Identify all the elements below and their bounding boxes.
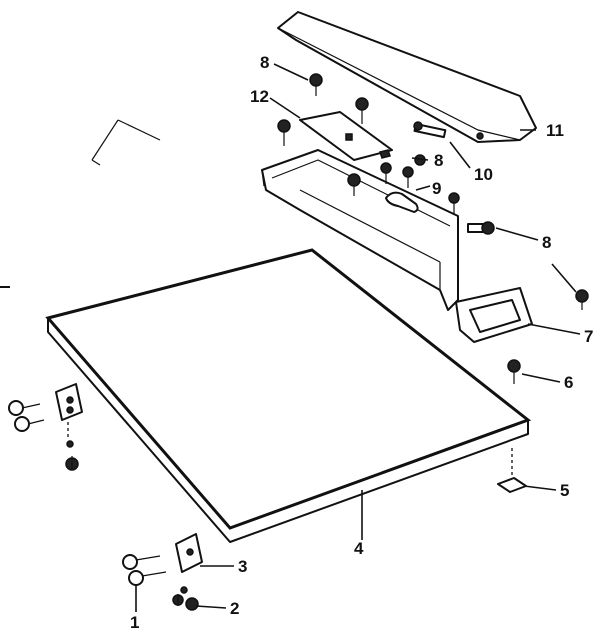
label-12: 12 [250, 87, 269, 106]
clip [385, 191, 419, 213]
label-10: 10 [474, 165, 493, 184]
label-8-mid: 8 [434, 151, 443, 170]
label-6: 6 [564, 373, 573, 392]
bracket-left [8, 383, 83, 471]
screw-right [467, 221, 589, 310]
label-8-top: 8 [260, 53, 269, 72]
label-7: 7 [584, 327, 593, 346]
label-4: 4 [354, 539, 364, 558]
bracket-bottom [122, 533, 203, 611]
label-11: 11 [546, 121, 564, 140]
label-5: 5 [560, 481, 569, 500]
label-2: 2 [230, 599, 239, 618]
bolt [413, 121, 447, 139]
foot-pad [497, 448, 527, 493]
plate [299, 111, 393, 161]
top-rail-cover [277, 11, 537, 143]
label-1: 1 [130, 613, 139, 632]
label-3: 3 [238, 557, 247, 576]
corner-mark [91, 119, 161, 166]
rail-bracket [261, 149, 533, 343]
screws-top [277, 73, 460, 214]
screw-6 [507, 359, 521, 384]
leader-lines [135, 63, 581, 612]
label-8-right: 8 [542, 233, 551, 252]
label-9: 9 [432, 179, 441, 198]
platform-board [45, 248, 532, 543]
